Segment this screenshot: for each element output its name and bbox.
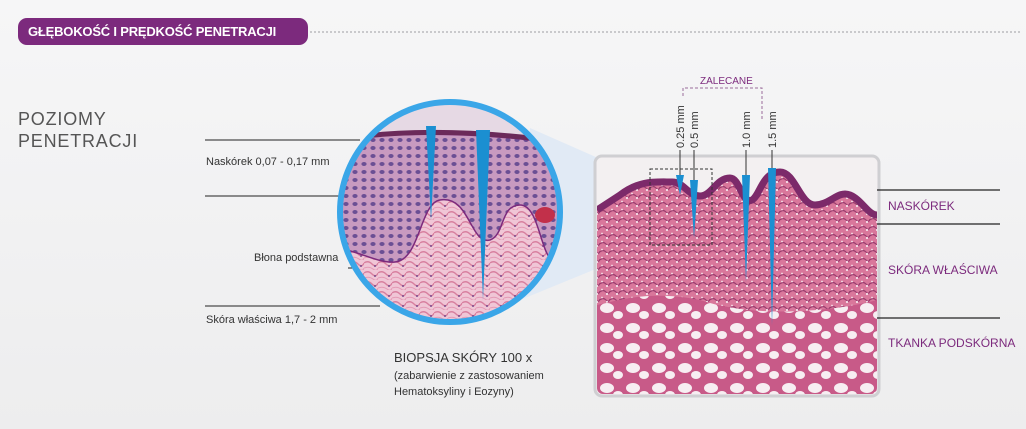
epidermis-label: Naskórek 0,07 - 0,17 mm xyxy=(206,156,330,168)
biopsy-caption-title: BIOPSJA SKÓRY 100 x xyxy=(394,350,532,365)
recommended-label: ZALECANE xyxy=(700,76,753,87)
needle-label-3: 1.5 mm xyxy=(767,111,779,148)
right-label-epidermis: NASKÓREK xyxy=(888,199,955,213)
biopsy-caption-line1: (zabarwienie z zastosowaniem xyxy=(394,370,544,382)
right-label-subcutis: TKANKA PODSKÓRNA xyxy=(888,336,1015,350)
needle-label-1: 0.5 mm xyxy=(689,111,701,148)
needle-label-0: 0.25 mm xyxy=(675,105,687,148)
biopsy-caption-line2: Hematoksyliny i Eozyny) xyxy=(394,386,514,398)
skin-section xyxy=(597,158,877,394)
basement-membrane-label: Błona podstawna xyxy=(254,252,338,264)
right-label-dermis: SKÓRA WŁAŚCIWA xyxy=(888,263,998,277)
needle-label-2: 1.0 mm xyxy=(741,111,753,148)
dermis-label: Skóra właściwa 1,7 - 2 mm xyxy=(206,314,337,326)
